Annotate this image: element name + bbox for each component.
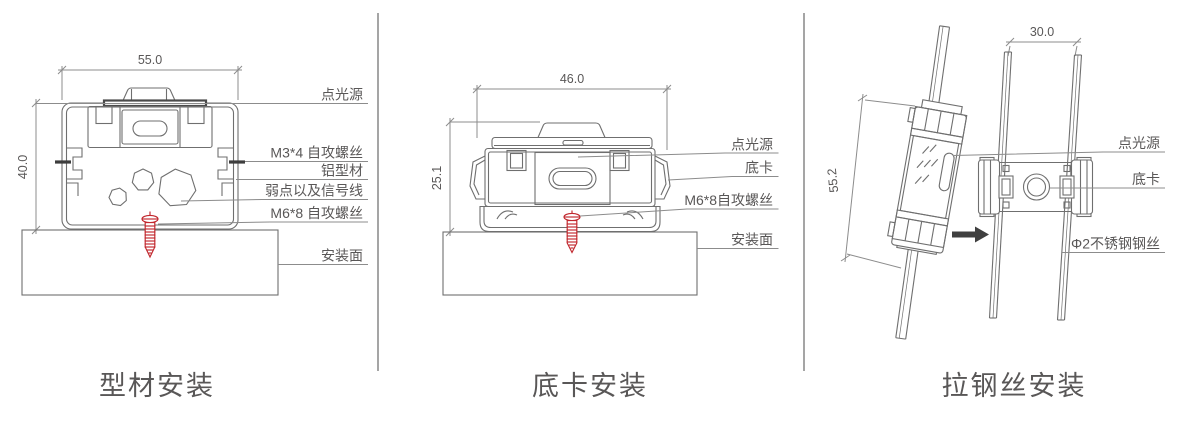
label-light-source: 点光源 [321,87,363,103]
label-mounting-surface: 安装面 [321,248,363,264]
profile-install-diagram: 55.0 40.0 [16,53,368,296]
leader-lines [36,103,368,265]
panel-divider [803,13,805,371]
cable-graphic [158,168,197,207]
cable-graphic [131,168,155,191]
label-aluminium-profile: 铝型材 [321,163,363,179]
clip-device-graphic [469,122,671,233]
clip-install-diagram: 46.0 25.1 [430,72,779,296]
dimension-height [840,93,916,269]
vent-slots [914,144,939,185]
label-light-source: 点光源 [1118,135,1160,151]
wire-install-diagram: 30.0 55.2 [825,25,1165,340]
right-arrow-icon [952,226,989,243]
cable-graphic [108,187,127,207]
label-steel-wire: Φ2不锈钢钢丝 [1071,236,1160,252]
dimension-width [1005,37,1082,57]
tilted-light-device-graphic [887,99,968,256]
module-slot [548,167,597,190]
label-m6-screw: M6*8 自攻螺丝 [270,205,363,221]
panel-divider [377,13,379,371]
label-m6-screw: M6*8自攻螺丝 [684,192,773,208]
label-light-source: 点光源 [731,137,773,153]
label-clip: 底卡 [1132,171,1160,187]
dim-height-value: 25.1 [430,166,444,190]
clip-wing-left [469,155,486,200]
dimension-height [31,98,41,235]
dim-width-value: 30.0 [1030,25,1054,39]
caption-wire-install: 拉钢丝安装 [941,371,1087,401]
self-tapping-screw-icon [563,210,581,254]
label-m3-screw: M3*4 自攻螺丝 [270,145,363,161]
module-slot [132,120,168,137]
leader-lines [952,151,1165,253]
label-signal-wire: 弱点以及信号线 [265,183,363,199]
caption-profile-install: 型材安装 [99,371,215,401]
caption-clip-install: 底卡安装 [532,371,648,401]
self-tapping-screw-icon [141,211,159,259]
dim-height-value: 40.0 [16,155,30,179]
aluminium-profile-graphic [55,87,245,230]
light-source-bump [537,122,606,139]
dim-width-value: 55.0 [138,53,162,67]
leader-lines [577,152,779,249]
clip-wing-right [654,155,671,200]
light-source-bump [122,87,176,102]
dimension-width [472,84,672,150]
dim-height-value: 55.2 [825,168,841,194]
dim-width-value: 46.0 [560,72,584,86]
clip-clamps-graphic [977,156,1094,218]
label-clip: 底卡 [745,160,773,176]
dimension-width [57,65,243,100]
label-mounting-surface: 安装面 [731,232,773,248]
